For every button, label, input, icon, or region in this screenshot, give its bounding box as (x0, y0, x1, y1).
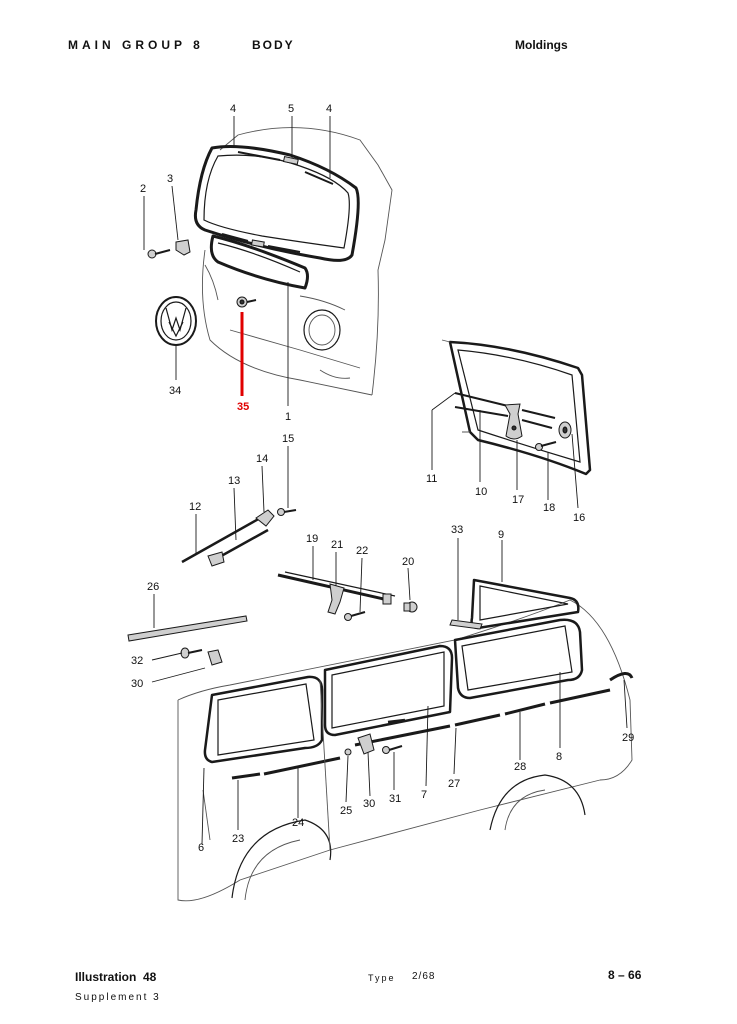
callout-3: 3 (167, 173, 173, 185)
callout-28: 28 (514, 761, 526, 773)
callout-21: 21 (331, 539, 343, 551)
callout-4a: 4 (230, 103, 236, 115)
vw-emblem-icon (155, 296, 197, 346)
rear-quarter-seal-9 (470, 578, 580, 630)
button-clip-icon-35 (236, 296, 257, 308)
clip-icon-32 (180, 647, 203, 659)
footer-page-number: 8 – 66 (608, 968, 642, 982)
handle-icon-17 (504, 403, 523, 440)
callout-18: 18 (543, 502, 555, 514)
front-window-seal-6 (203, 675, 324, 764)
header-main-group: MAIN GROUP 8 (68, 38, 204, 52)
callout-12: 12 (189, 501, 201, 513)
callout-30b: 30 (363, 798, 375, 810)
callout-15: 15 (282, 433, 294, 445)
callout-26: 26 (147, 581, 159, 593)
callout-27: 27 (448, 778, 460, 790)
trim-clip-5 (282, 155, 299, 165)
callout-9: 9 (498, 529, 504, 541)
callout-22: 22 (356, 545, 368, 557)
bracket-icon-30b (357, 733, 375, 755)
callout-6: 6 (198, 842, 204, 854)
callout-10: 10 (475, 486, 487, 498)
callout-19: 19 (306, 533, 318, 545)
callout-5: 5 (288, 103, 294, 115)
callout-1: 1 (285, 411, 291, 423)
callout-11: 11 (426, 473, 437, 485)
callout-25: 25 (340, 805, 352, 817)
footer-illustration-label: Illustration (75, 970, 137, 984)
molding-strip-24 (263, 756, 341, 776)
callout-31: 31 (389, 793, 401, 805)
callout-24: 24 (292, 817, 304, 829)
loose-parts (127, 508, 418, 666)
side-window-seal-7 (323, 644, 454, 737)
clip-icon-25 (344, 748, 352, 756)
cap-icon-20 (403, 601, 418, 613)
callout-34: 34 (169, 385, 181, 397)
rear-window-seal (448, 340, 592, 476)
callout-17: 17 (512, 494, 524, 506)
callout-2: 2 (140, 183, 146, 195)
screw-icon-2 (147, 249, 171, 259)
callout-8: 8 (556, 751, 562, 763)
callout-33: 33 (451, 524, 463, 536)
callout-4b: 4 (326, 103, 332, 115)
callout-16: 16 (573, 512, 585, 524)
footer-supplement: Supplement 3 (75, 992, 161, 1003)
clip-icon-3 (175, 239, 191, 256)
callout-20: 20 (402, 556, 414, 568)
windshield-seal (193, 145, 360, 262)
molding-strip-26 (127, 615, 248, 642)
callout-30a: 30 (131, 678, 143, 690)
screw-icon-22 (344, 611, 366, 621)
handle-icon-21 (327, 583, 345, 615)
side-view-bus (177, 578, 634, 902)
front-view-bus (147, 127, 393, 396)
molding-strip-23 (231, 772, 261, 780)
vent-grille-seal (209, 234, 309, 290)
callout-35: 35 (237, 401, 249, 413)
end-cap-14 (255, 509, 275, 527)
screw-icon-15 (277, 508, 297, 516)
header-section: BODY (252, 38, 295, 52)
bracket-icon-30a (207, 649, 223, 666)
side-window-seal-8 (453, 618, 584, 700)
molding-strip-12 (181, 515, 263, 564)
footer-type-value: 2/68 (412, 971, 436, 982)
callout-7: 7 (421, 789, 427, 801)
screw-icon-31 (382, 745, 403, 754)
molding-strip-33 (449, 619, 483, 630)
callout-labels: 4 5 4 2 3 34 35 1 11 10 17 18 16 15 14 1… (131, 103, 634, 854)
callout-32: 32 (131, 655, 143, 667)
header-title: Moldings (515, 38, 568, 52)
corner-molding-29 (609, 672, 634, 682)
footer-illustration-number: 48 (143, 970, 157, 984)
callout-29: 29 (622, 732, 634, 744)
callout-23: 23 (232, 833, 244, 845)
headlight (303, 309, 341, 351)
rear-door-view (441, 339, 592, 476)
callout-14: 14 (256, 453, 268, 465)
footer-type-label: Type (368, 973, 396, 983)
callout-13: 13 (228, 475, 240, 487)
leader-lines (143, 116, 628, 845)
molding-strip-28 (454, 713, 501, 727)
